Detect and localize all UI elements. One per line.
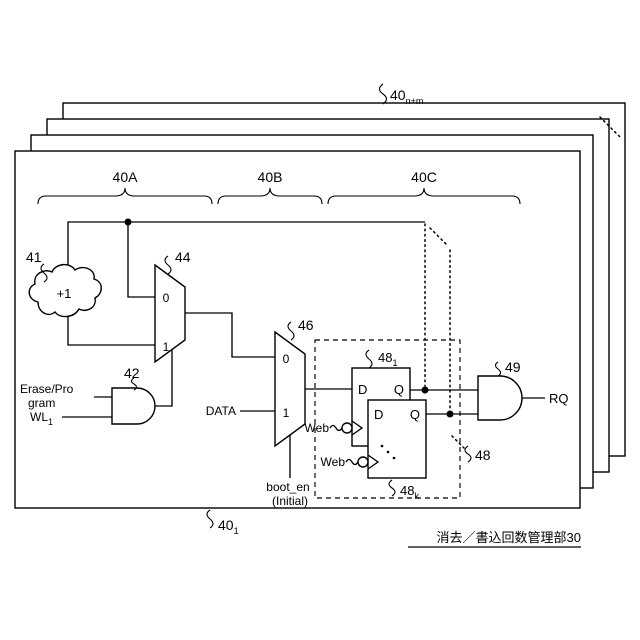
ff1-d-label: D	[358, 382, 367, 397]
section-label-40c: 40C	[411, 169, 437, 185]
ref-label-46: 46	[298, 317, 314, 333]
erase-program-label-line2: gram	[28, 396, 55, 410]
boot-en-label-line1: boot_en	[266, 480, 309, 494]
caption-text: 消去／書込回数管理部30	[437, 530, 581, 545]
layer-front-label: 401	[218, 517, 239, 536]
section-label-40b: 40B	[258, 169, 283, 185]
ref-label-48-1: 481	[378, 350, 397, 368]
ref-label-41: 41	[26, 249, 42, 265]
section-braces: 40A 40B 40C	[37, 169, 521, 205]
web1-wire	[329, 424, 343, 432]
ref-label-44: 44	[175, 249, 191, 265]
mux-44-in1: 1	[163, 340, 170, 354]
feedback-ellipsis	[429, 227, 449, 247]
layer-top-label: 40n+m	[390, 87, 423, 106]
and-gate-42: 42 Erase/Pro gram WL1	[20, 365, 156, 427]
mux-44: 0 1 44	[154, 249, 191, 364]
ref-label-42: 42	[124, 365, 140, 381]
more-layers-ellipsis	[599, 116, 621, 138]
ref-squiggle	[464, 445, 472, 463]
erase-program-label-line1: Erase/Pro	[20, 382, 74, 396]
ref-label-48-k: 48k	[400, 483, 419, 501]
ref-squiggle	[287, 321, 295, 341]
ff2-q-label: Q	[410, 407, 420, 422]
stacked-layers	[14, 102, 626, 509]
ref-squiggle	[365, 349, 373, 369]
boot-en-label-line2: (Initial)	[272, 494, 308, 508]
mux44-in0-wire	[127, 222, 155, 298]
junction-dot	[446, 410, 454, 418]
mux-44-in0: 0	[163, 291, 170, 305]
flipflop-48-k	[367, 399, 427, 479]
web2-wire	[345, 458, 359, 466]
ref-squiggle	[388, 479, 396, 497]
ff2-web-label: Web	[321, 455, 346, 469]
ff-group-dashed-box	[314, 339, 461, 499]
and-gate-49-shape	[477, 375, 523, 421]
ref-squiggle	[164, 255, 172, 275]
ff1-clock-triangle-icon	[351, 420, 364, 436]
dotted-continuations	[424, 223, 451, 411]
layer-sheet-front	[14, 150, 581, 509]
mux-46: 0 1 46 DATA boot_en (Initial)	[206, 317, 314, 508]
brace-40a	[37, 187, 213, 205]
ref-squiggle	[40, 263, 48, 283]
mux44-select-wire	[155, 350, 173, 407]
ff1-q-label: Q	[394, 382, 404, 397]
flipflop-register-48: D Q D Q Web Web 481 48k	[305, 349, 427, 501]
rq-output-label: RQ	[549, 391, 569, 406]
brace-40c	[327, 187, 521, 205]
junction-dot	[124, 218, 132, 226]
mux-46-in0: 0	[283, 352, 290, 366]
ref-label-40-1: 401	[206, 509, 239, 536]
ff1-web-label: Web	[305, 421, 330, 435]
cloud-increment: +1 41	[26, 249, 102, 318]
data-label: DATA	[206, 404, 236, 418]
junction-dot	[421, 386, 429, 394]
ref-squiggle	[378, 83, 388, 105]
ff2-d-label: D	[374, 407, 383, 422]
mux-44-shape	[154, 263, 186, 364]
ref-squiggle	[130, 377, 138, 391]
mux-46-in1: 1	[283, 406, 290, 420]
ff-ellipsis-dots	[380, 444, 396, 460]
and-gate-49: 49 RQ	[477, 359, 569, 421]
and-gate-42-shape	[111, 387, 156, 425]
section-label-40a: 40A	[113, 169, 139, 185]
brace-40b	[217, 187, 323, 205]
mux44-out-wire	[185, 312, 275, 358]
ref-label-49: 49	[505, 359, 521, 375]
ref-squiggle	[494, 361, 502, 377]
cloud-text: +1	[57, 286, 72, 301]
figure-caption: 消去／書込回数管理部30	[408, 530, 581, 548]
ref-label-40nm: 40n+m	[378, 83, 423, 106]
junction-dots	[124, 218, 454, 418]
mux-46-shape	[274, 330, 306, 448]
wl-label: WL1	[30, 410, 53, 427]
ff-group-box: 48	[314, 339, 491, 499]
ff2-clock-triangle-icon	[367, 454, 380, 470]
ff1-inverter-bubble-icon	[341, 422, 353, 434]
ff2-inverter-bubble-icon	[357, 456, 369, 468]
ref-label-48: 48	[475, 447, 491, 463]
ref-squiggle	[206, 509, 214, 529]
